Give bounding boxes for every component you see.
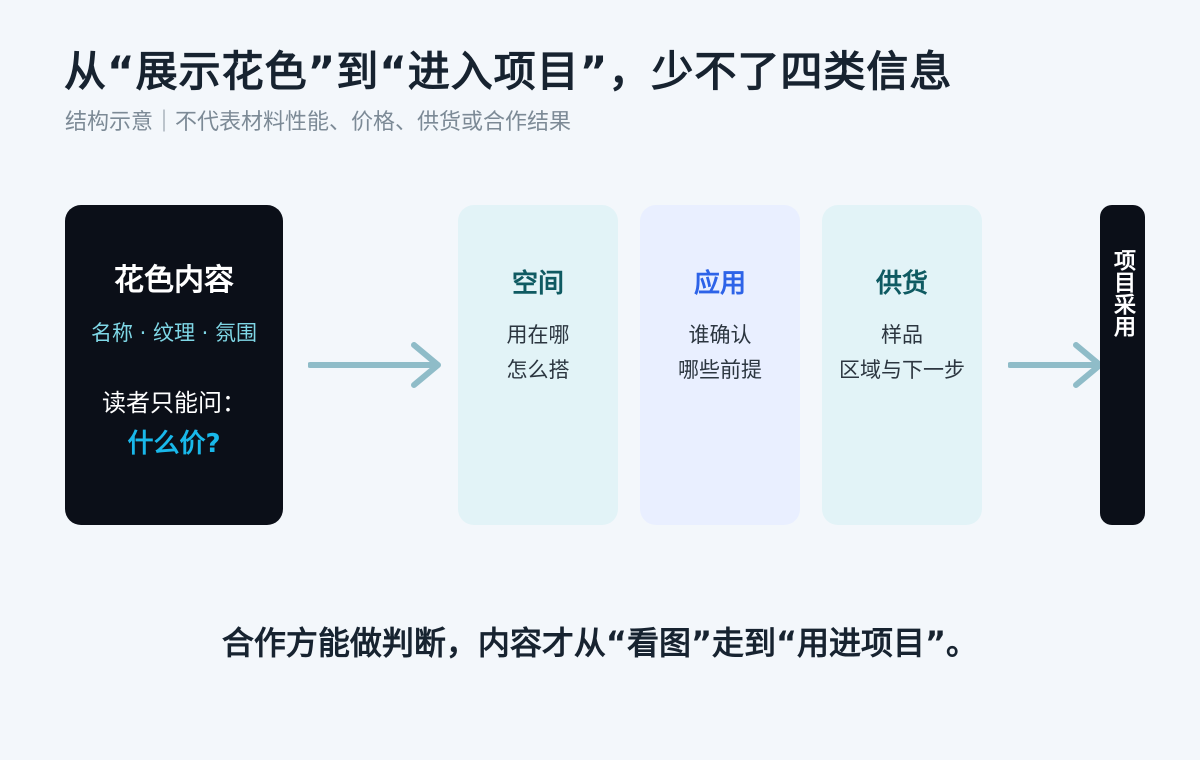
info-card-line: 用在哪: [506, 323, 570, 347]
info-card-line: 样品: [881, 323, 923, 347]
info-card-title: 空间: [511, 269, 564, 299]
info-card-line: 哪些前提: [678, 358, 762, 382]
info-card-line: 怎么搭: [506, 358, 570, 382]
end-card-project-adoption: 项目采用: [1100, 205, 1145, 525]
source-card-tags: 名称 · 纹理 · 氛围: [90, 321, 258, 345]
info-card-line: 区域与下一步: [839, 358, 965, 382]
info-card-title: 应用: [693, 269, 746, 299]
source-card-flower-content: 花色内容 名称 · 纹理 · 氛围 读者只能问： 什么价?: [65, 205, 283, 525]
source-card-title: 花色内容: [114, 263, 234, 298]
info-card-supply: 供货 样品 区域与下一步: [822, 205, 982, 525]
info-card-line: 谁确认: [688, 323, 752, 347]
info-card-application: 应用 谁确认 哪些前提: [640, 205, 800, 525]
arrow-right-icon: [308, 342, 441, 388]
arrow-right-icon: [1008, 342, 1103, 388]
source-card-price-question: 什么价?: [127, 429, 221, 459]
page-subtitle: 结构示意｜不代表材料性能、价格、供货或合作结果: [65, 110, 572, 135]
info-card-title: 供货: [875, 269, 928, 299]
footer-conclusion: 合作方能做判断，内容才从“看图”走到“用进项目”。: [221, 624, 979, 662]
source-card-question: 读者只能问：: [102, 389, 246, 417]
info-card-space: 空间 用在哪 怎么搭: [458, 205, 618, 525]
page-title: 从“展示花色”到“进入项目”，少不了四类信息: [64, 47, 953, 96]
end-card-label: 项目采用: [1110, 249, 1135, 337]
